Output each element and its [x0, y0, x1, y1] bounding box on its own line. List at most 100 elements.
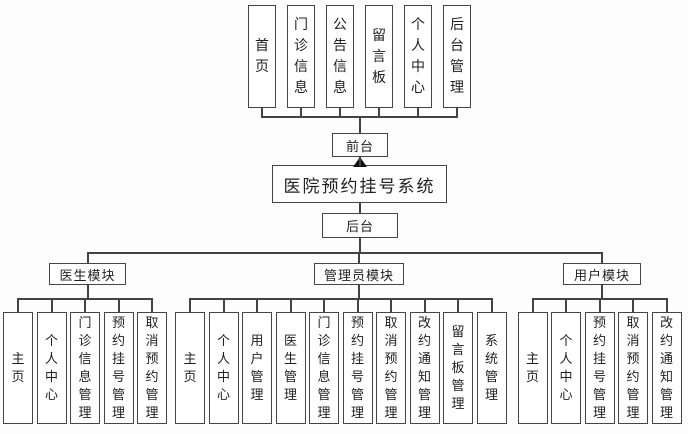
node-char: 约: [350, 333, 364, 349]
node-char: 人: [216, 351, 230, 367]
node-char: 告: [333, 38, 347, 54]
node-char: 板: [451, 360, 465, 376]
node-char: 理: [417, 405, 431, 421]
node-char: 信: [78, 351, 92, 367]
node-char: 首: [255, 38, 269, 54]
node-char: 理: [145, 405, 159, 421]
node-char: 页: [525, 369, 539, 385]
node-char: 约: [626, 369, 640, 385]
connector-line: [490, 298, 493, 312]
node-user-management: 用户管理: [242, 312, 272, 424]
node-char: 主: [183, 351, 197, 367]
connector-line: [117, 298, 120, 312]
node-char: 个: [216, 333, 230, 349]
node-char: 知: [417, 369, 431, 385]
node-char: 理: [78, 405, 92, 421]
node-char: 中: [559, 369, 573, 385]
node-message-board: 留言板: [365, 5, 393, 108]
node-char: 中: [411, 59, 425, 75]
connector-line: [359, 238, 361, 254]
connector-line: [84, 298, 86, 312]
connector-line: [356, 298, 359, 312]
node-char: 主: [11, 351, 25, 367]
connector-line: [86, 285, 89, 300]
node-outpatient-info: 门诊信息: [287, 5, 315, 108]
node-char: 心: [216, 387, 230, 403]
node-home: 主页: [3, 312, 33, 424]
node-char: 诊: [78, 333, 92, 349]
node-doctor-management: 医生管理: [275, 312, 306, 424]
node-char: 理: [350, 405, 364, 421]
node-char: 理: [250, 387, 264, 403]
node-char: 留: [451, 324, 465, 340]
node-char: 信: [333, 59, 347, 75]
node-char: 心: [44, 387, 58, 403]
node-char: 约: [145, 369, 159, 385]
node-char: 知: [659, 369, 673, 385]
node-char: 信: [294, 59, 308, 75]
node-hospital-appointment-system: 医院预约挂号系统: [272, 165, 447, 203]
node-char: 诊: [294, 38, 308, 54]
node-char: 息: [294, 80, 308, 96]
node-char: 号: [111, 369, 125, 385]
node-message-board-management: 留言板管理: [443, 312, 473, 424]
node-char: 管: [78, 387, 92, 403]
node-char: 约: [417, 333, 431, 349]
connector-line: [289, 298, 292, 312]
node-home: 主页: [517, 312, 548, 424]
connector-line: [17, 298, 19, 312]
node-char: 改: [659, 315, 673, 331]
node-char: 预: [626, 351, 640, 367]
node-reschedule-notice-management: 改约通知管理: [651, 312, 682, 424]
node-announcement-info: 公告信息: [326, 5, 354, 108]
node-backend-management: 后台管理: [443, 5, 471, 108]
connector-line: [300, 108, 302, 118]
connector-line: [50, 298, 53, 312]
node-char: 息: [333, 80, 347, 96]
node-char: 管: [626, 387, 640, 403]
node-char: 页: [255, 59, 269, 75]
node-cancel-appointment-management: 取消预约管理: [376, 312, 406, 424]
node-char: 中: [216, 369, 230, 385]
node-home: 主页: [175, 312, 205, 424]
connector-line: [456, 108, 458, 118]
node-char: 管: [484, 369, 498, 385]
node-char: 中: [44, 369, 58, 385]
node-reschedule-notice-management: 改约通知管理: [409, 312, 440, 424]
node-char: 理: [659, 405, 673, 421]
node-char: 理: [450, 80, 464, 96]
node-char: 挂: [592, 351, 606, 367]
node-back-desk: 后台: [322, 213, 398, 238]
node-personal-center: 个人中心: [208, 312, 239, 424]
node-char: 管: [659, 387, 673, 403]
node-char: 通: [417, 351, 431, 367]
connector-line: [86, 252, 89, 263]
node-char: 约: [384, 369, 398, 385]
connector-line: [323, 298, 325, 312]
node-char: 人: [44, 351, 58, 367]
node-char: 约: [111, 333, 125, 349]
connector-line: [359, 157, 361, 166]
connector-line: [261, 108, 263, 118]
node-char: 门: [78, 315, 92, 331]
node-char: 号: [350, 369, 364, 385]
node-char: 理: [283, 387, 297, 403]
connector-line: [222, 298, 225, 312]
node-char: 门: [294, 17, 308, 33]
node-char: 管: [283, 369, 297, 385]
node-char: 理: [451, 396, 465, 412]
node-personal-center: 个人中心: [404, 5, 432, 108]
node-char: 通: [659, 351, 673, 367]
node-char: 管: [350, 387, 364, 403]
node-char: 消: [626, 333, 640, 349]
node-char: 理: [626, 405, 640, 421]
node-char: 个: [44, 333, 58, 349]
node-user-module: 用户模块: [563, 263, 641, 285]
connector-line: [378, 108, 380, 118]
node-char: 公: [333, 17, 347, 33]
node-char: 个: [559, 333, 573, 349]
connector-line: [256, 298, 258, 312]
connector-line: [531, 298, 534, 312]
node-personal-center: 个人中心: [551, 312, 581, 424]
